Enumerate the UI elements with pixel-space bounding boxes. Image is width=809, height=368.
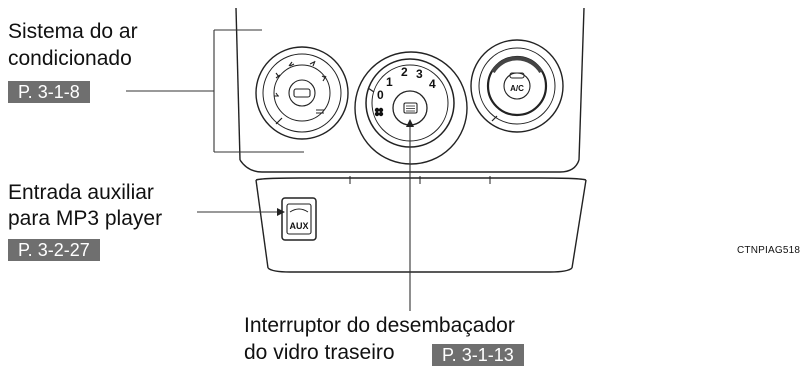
mode-vent-icon bbox=[274, 60, 327, 97]
leader-lines bbox=[126, 29, 411, 311]
aux-input-jack[interactable]: AUX bbox=[281, 197, 317, 241]
aux-input-label-line2: para MP3 player bbox=[8, 207, 163, 230]
aux-input-label-line1: Entrada auxiliar bbox=[8, 181, 154, 204]
aux-jack-label: AUX bbox=[289, 221, 308, 231]
fan-dial-number: 1 bbox=[386, 75, 393, 89]
rear-defogger-page-ref[interactable]: P. 3-1-13 bbox=[432, 344, 524, 366]
fan-icon bbox=[374, 107, 384, 117]
rear-defogger-icon bbox=[406, 105, 415, 112]
arrowheads bbox=[277, 119, 414, 216]
defogger-arrow bbox=[406, 119, 414, 127]
aux-input-page-ref[interactable]: P. 3-2-27 bbox=[8, 239, 100, 261]
temperature-dial: A/C bbox=[470, 39, 564, 133]
rear-defogger-label-line1: Interruptor do desembaçador bbox=[244, 314, 515, 337]
rear-defogger-button[interactable] bbox=[403, 102, 418, 114]
fan-dial-number: 3 bbox=[416, 67, 423, 81]
image-code: CTNPIAG518 bbox=[737, 245, 801, 256]
fan-dial-bezel bbox=[354, 51, 468, 165]
rear-defogger-label-line2: do vidro traseiro bbox=[244, 341, 395, 364]
mode-selector-dial bbox=[255, 46, 349, 140]
ac-system-label-line2: condicionado bbox=[8, 47, 132, 70]
fan-speed-dial: 0 1 2 3 4 bbox=[365, 58, 455, 148]
aux-arrow bbox=[277, 208, 285, 216]
fan-dial-number: 4 bbox=[429, 77, 436, 91]
console-outline bbox=[235, 7, 587, 273]
recirculation-icon bbox=[293, 88, 311, 98]
defroster-icon bbox=[316, 109, 324, 114]
fan-dial-number: 2 bbox=[401, 65, 408, 79]
ac-button[interactable]: A/C bbox=[509, 72, 525, 93]
ac-button-label: A/C bbox=[510, 84, 524, 93]
ac-system-page-ref[interactable]: P. 3-1-8 bbox=[8, 81, 90, 103]
fan-dial-number: 0 bbox=[377, 88, 384, 102]
ac-system-label-line1: Sistema do ar bbox=[8, 20, 138, 43]
